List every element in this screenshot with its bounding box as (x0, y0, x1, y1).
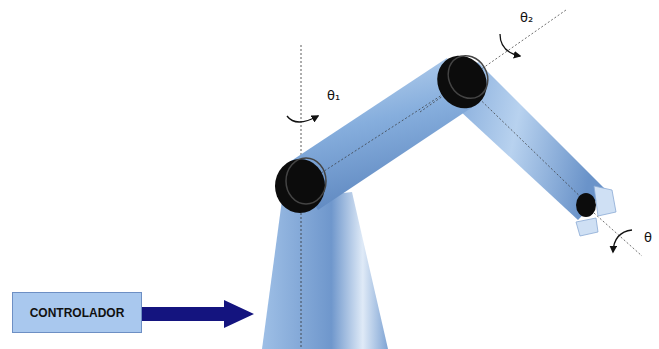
joint-angle-label: θ₁ (327, 88, 340, 103)
signal-arrow (142, 300, 254, 328)
robot-base (262, 192, 388, 349)
controller-box: CONTROLADOR (12, 292, 142, 333)
gripper (576, 218, 598, 236)
rotation-arrow (287, 116, 318, 122)
axis-line (420, 10, 566, 112)
elbow-joint (441, 48, 496, 105)
rotation-arrow (500, 34, 520, 56)
joint-angle-label: θ (644, 230, 652, 245)
box-label: CONTROLADOR (30, 306, 125, 320)
axis-line (301, 82, 462, 186)
shoulder-joint (286, 158, 326, 204)
rotation-arrow (613, 230, 632, 252)
wrist-joint (576, 193, 596, 217)
shoulder-joint (275, 159, 325, 213)
elbow-joint (428, 47, 497, 118)
joint-angle-label: θ₂ (520, 10, 533, 25)
gripper (594, 186, 616, 216)
